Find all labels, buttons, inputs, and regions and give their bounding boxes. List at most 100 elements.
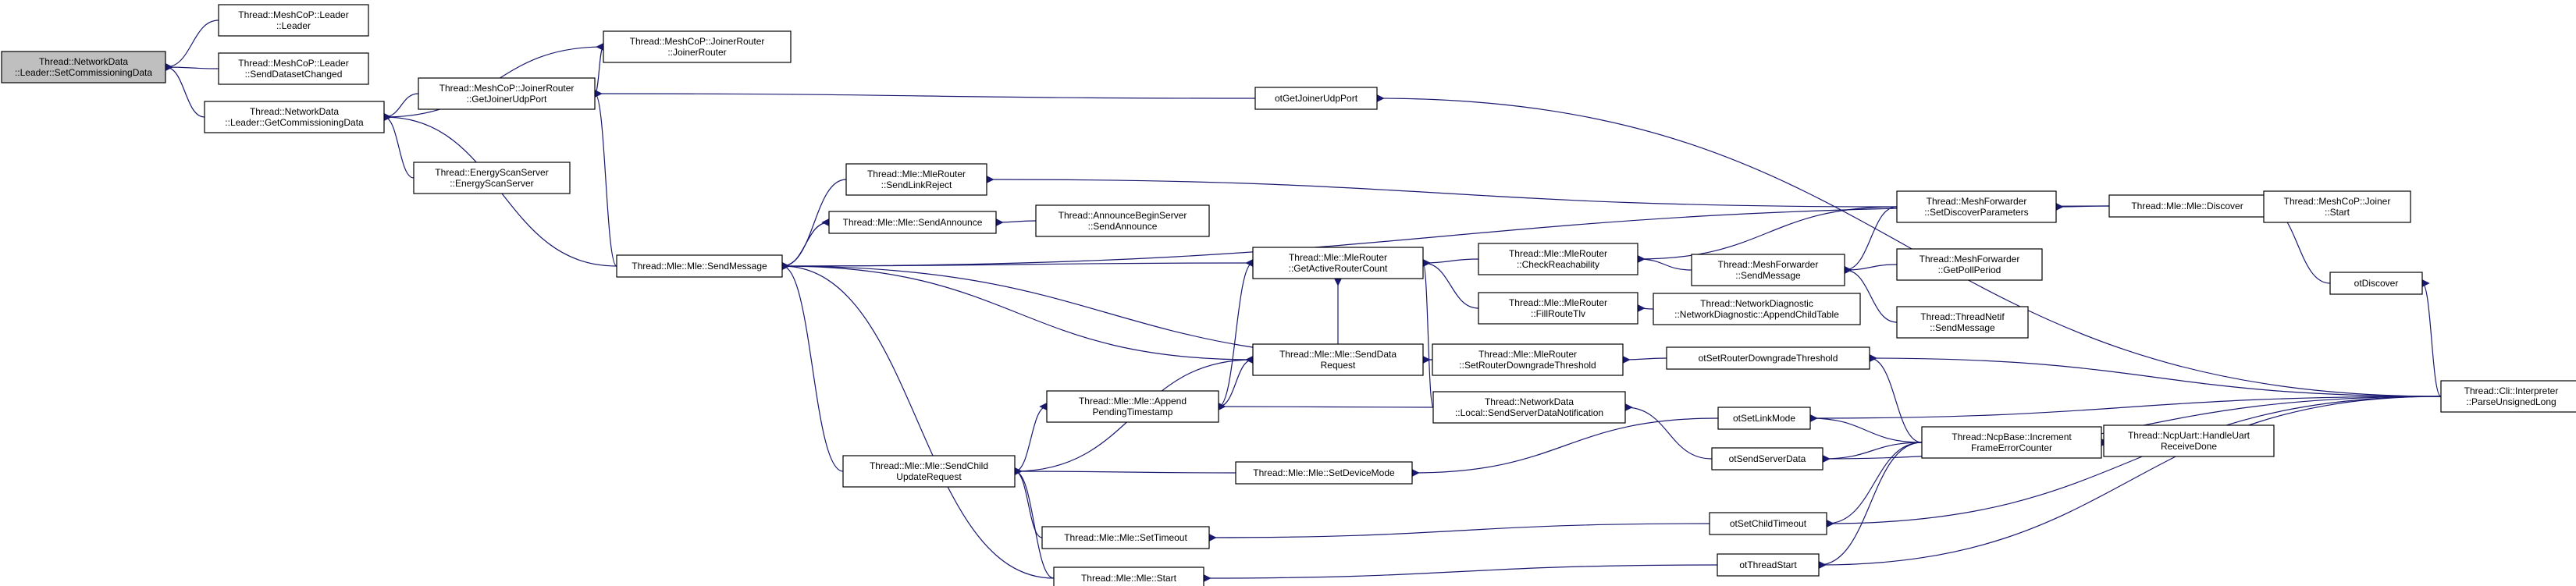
node-thread-networkdata-local-sendserverdatanotification[interactable]: Thread::NetworkData::Local::SendServerDa… <box>1432 391 1626 424</box>
node-thread-meshforwarder-getpollperiod[interactable]: Thread::MeshForwarder::GetPollPeriod <box>1896 248 2043 281</box>
node-thread-mle-mle-settimeout[interactable]: Thread::Mle::Mle::SetTimeout <box>1041 526 1210 549</box>
edge-n38-to-n26 <box>1809 396 2442 423</box>
node-thread-mle-mle-sendmessage[interactable]: Thread::Mle::Mle::SendMessage <box>616 254 783 278</box>
node-thread-mle-mlerouter-checkreachability[interactable]: Thread::Mle::MleRouter::CheckReachabilit… <box>1478 243 1638 275</box>
node-label-line: Thread::NetworkData <box>39 56 128 67</box>
edge-n18-to-n8 <box>781 261 1055 579</box>
edge-n19-to-n12 <box>1421 258 1479 268</box>
node-label-line: ::GetPollPeriod <box>1938 265 2001 275</box>
node-thread-meshforwarder-setdiscoverparameters[interactable]: Thread::MeshForwarder::SetDiscoverParame… <box>1896 190 2057 223</box>
node-thread-mle-mlerouter-fillroutetlv[interactable]: Thread::Mle::MleRouter::FillRouteTlv <box>1478 292 1638 325</box>
node-otsendserverdata[interactable]: otSendServerData <box>1711 447 1823 471</box>
node-label-line: Thread::MeshCoP::Leader <box>238 9 348 20</box>
node-thread-mle-mle-sendannounce[interactable]: Thread::Mle::Mle::SendAnnounce <box>828 211 997 234</box>
node-thread-cli-interpreter-parseunsignedlong[interactable]: Thread::Cli::Interpreter::ParseUnsignedL… <box>2440 380 2576 413</box>
node-label-line: Thread::Mle::Mle::SendMessage <box>632 261 767 272</box>
node-thread-mle-mlerouter-sendlinkreject[interactable]: Thread::Mle::MleRouter::SendLinkReject <box>845 163 987 196</box>
node-label-line: Thread::NetworkData <box>250 106 339 117</box>
node-label-line: otSendServerData <box>1729 453 1806 464</box>
node-label-line: Thread::MeshForwarder <box>1920 254 2020 265</box>
node-otthreadstart[interactable]: otThreadStart <box>1717 553 1820 577</box>
node-thread-ncpbase-incrementframeerrorcounter[interactable]: Thread::NcpBase::IncrementFrameErrorCoun… <box>1921 426 2102 459</box>
edge-n25-to-n21 <box>1621 355 1667 364</box>
edge-n17-to-n15 <box>1013 467 1043 538</box>
node-label-line: Thread::AnnounceBeginServer <box>1059 210 1187 221</box>
node-otsetrouterdowngradethreshold[interactable]: otSetRouterDowngradeThreshold <box>1666 346 1870 370</box>
node-thread-mle-mle-setdevicemode[interactable]: Thread::Mle::Mle::SetDeviceMode <box>1235 461 1413 485</box>
node-label-line: Thread::Mle::MleRouter <box>1509 297 1607 308</box>
edge-n3-to-n0 <box>164 62 205 118</box>
node-thread-mle-mle-discover[interactable]: Thread::Mle::Mle::Discover <box>2108 194 2266 218</box>
node-thread-mle-mle-start[interactable]: Thread::Mle::Mle::Start <box>1053 566 1204 586</box>
node-thread-meshcop-joinerrouter-getjoinerudpport[interactable]: Thread::MeshCoP::JoinerRouter::GetJoiner… <box>418 77 596 110</box>
edge-n33-to-n27 <box>1821 442 1923 463</box>
edge-n23-to-n19 <box>1636 254 1692 271</box>
node-label-line: ::SetDiscoverParameters <box>1924 207 2028 218</box>
edge-n33-to-n26 <box>1809 414 1923 443</box>
node-thread-meshcop-joinerrouter-joinerrouter[interactable]: Thread::MeshCoP::JoinerRouter::JoinerRou… <box>603 30 792 63</box>
edge-n38-to-n36 <box>2421 279 2442 397</box>
node-label-line: ::JoinerRouter <box>667 47 726 58</box>
node-label-line: Thread::NcpBase::Increment <box>1952 432 2072 442</box>
node-label-line: Thread::Mle::Mle::Start <box>1081 573 1177 584</box>
edge-n38-to-n7 <box>1375 94 2442 397</box>
node-label-line: Thread::MeshCoP::Joiner <box>2284 196 2391 207</box>
node-label-line: Thread::Mle::Mle::Discover <box>2131 201 2243 211</box>
node-thread-mle-mlerouter-getactiveroutercount[interactable]: Thread::Mle::MleRouter::GetActiveRouterC… <box>1252 247 1424 279</box>
edge-n14-to-n12 <box>1218 258 1254 407</box>
node-thread-networkdata-leader-setcommissioningdata[interactable]: Thread::NetworkData::Leader::SetCommissi… <box>1 51 166 83</box>
node-thread-meshforwarder-sendmessage[interactable]: Thread::MeshForwarder::SendMessage <box>1691 254 1845 286</box>
edge-n34-to-n30 <box>2055 202 2110 211</box>
edge-n30-to-n19 <box>1636 206 1898 264</box>
node-label-line: Thread::NcpUart::HandleUart <box>2128 430 2250 441</box>
edge-n5-to-n3 <box>382 93 419 122</box>
node-label-line: ::SendLinkReject <box>881 179 952 190</box>
nodes-layer: Thread::NetworkData::Leader::SetCommissi… <box>1 4 2576 586</box>
node-label-line: ::GetActiveRouterCount <box>1289 263 1388 274</box>
node-label-line: Thread::Mle::Mle::SendData <box>1279 349 1397 360</box>
node-thread-mle-mlerouter-setrouterdowngradethreshold[interactable]: Thread::Mle::MleRouter::SetRouterDowngra… <box>1432 343 1624 376</box>
node-thread-meshcop-joiner-start[interactable]: Thread::MeshCoP::Joiner::Start <box>2263 190 2411 223</box>
node-label-line: ::EnergyScanServer <box>450 178 533 189</box>
node-thread-energyscanserver-energyscanserver[interactable]: Thread::EnergyScanServer::EnergyScanServ… <box>413 162 571 194</box>
edge-n30-to-n23 <box>1843 206 1898 275</box>
node-thread-networkdiagnostic-networkdiagnostic-appendchildtable[interactable]: Thread::NetworkDiagnostic::NetworkDiagno… <box>1653 293 1861 325</box>
node-otdiscover[interactable]: otDiscover <box>2329 272 2423 295</box>
node-thread-announcebeginserver-sendannounce[interactable]: Thread::AnnounceBeginServer::SendAnnounc… <box>1035 204 1210 237</box>
node-label-line: ::SetRouterDowngradeThreshold <box>1459 360 1596 371</box>
node-label-line: Request <box>1321 360 1356 371</box>
node-label-line: ::ParseUnsignedLong <box>2466 396 2556 407</box>
node-thread-networkdata-leader-getcommissioningdata[interactable]: Thread::NetworkData::Leader::GetCommissi… <box>204 101 385 133</box>
edge-n13-to-n8 <box>781 261 1254 360</box>
node-otsetlinkmode[interactable]: otSetLinkMode <box>1717 407 1811 430</box>
edge-n38-to-n28 <box>1825 396 2442 528</box>
edge-n38-to-n25 <box>1868 353 2442 397</box>
edge-n11-to-n10 <box>994 218 1037 227</box>
node-label-line: UpdateRequest <box>896 471 962 482</box>
node-label-line: Thread::ThreadNetif <box>1920 311 2005 322</box>
node-thread-threadnetif-sendmessage[interactable]: Thread::ThreadNetif::SendMessage <box>1896 306 2029 339</box>
node-otgetjoinerudpport[interactable]: otGetJoinerUdpPort <box>1254 87 1378 110</box>
node-label-line: ::Start <box>2325 207 2350 218</box>
edge-n28-to-n17 <box>1208 523 1710 542</box>
node-label-line: Thread::MeshForwarder <box>1927 196 2027 207</box>
node-label-line: ::NetworkDiagnostic::AppendChildTable <box>1674 309 1839 320</box>
node-label-line: ::SendDatasetChanged <box>245 69 343 80</box>
edge-n26-to-n16 <box>1411 417 1719 478</box>
node-label-line: otSetLinkMode <box>1733 413 1795 424</box>
node-label-line: PendingTimestamp <box>1093 407 1173 417</box>
node-label-line: Thread::NetworkDiagnostic <box>1700 298 1813 309</box>
node-label-line: Thread::Mle::Mle::SetTimeout <box>1064 532 1187 543</box>
edge-n7-to-n5 <box>593 89 1256 99</box>
node-label-line: Thread::NetworkData <box>1485 396 1574 407</box>
node-label-line: ::SendMessage <box>1735 270 1801 281</box>
node-thread-meshcop-leader-leader[interactable]: Thread::MeshCoP::Leader::Leader <box>218 4 369 37</box>
node-label-line: ::FillRouteTlv <box>1531 308 1585 319</box>
node-thread-meshcop-leader-senddatasetchanged[interactable]: Thread::MeshCoP::Leader::SendDatasetChan… <box>218 52 369 85</box>
node-otsetchildtimeout[interactable]: otSetChildTimeout <box>1709 512 1827 535</box>
